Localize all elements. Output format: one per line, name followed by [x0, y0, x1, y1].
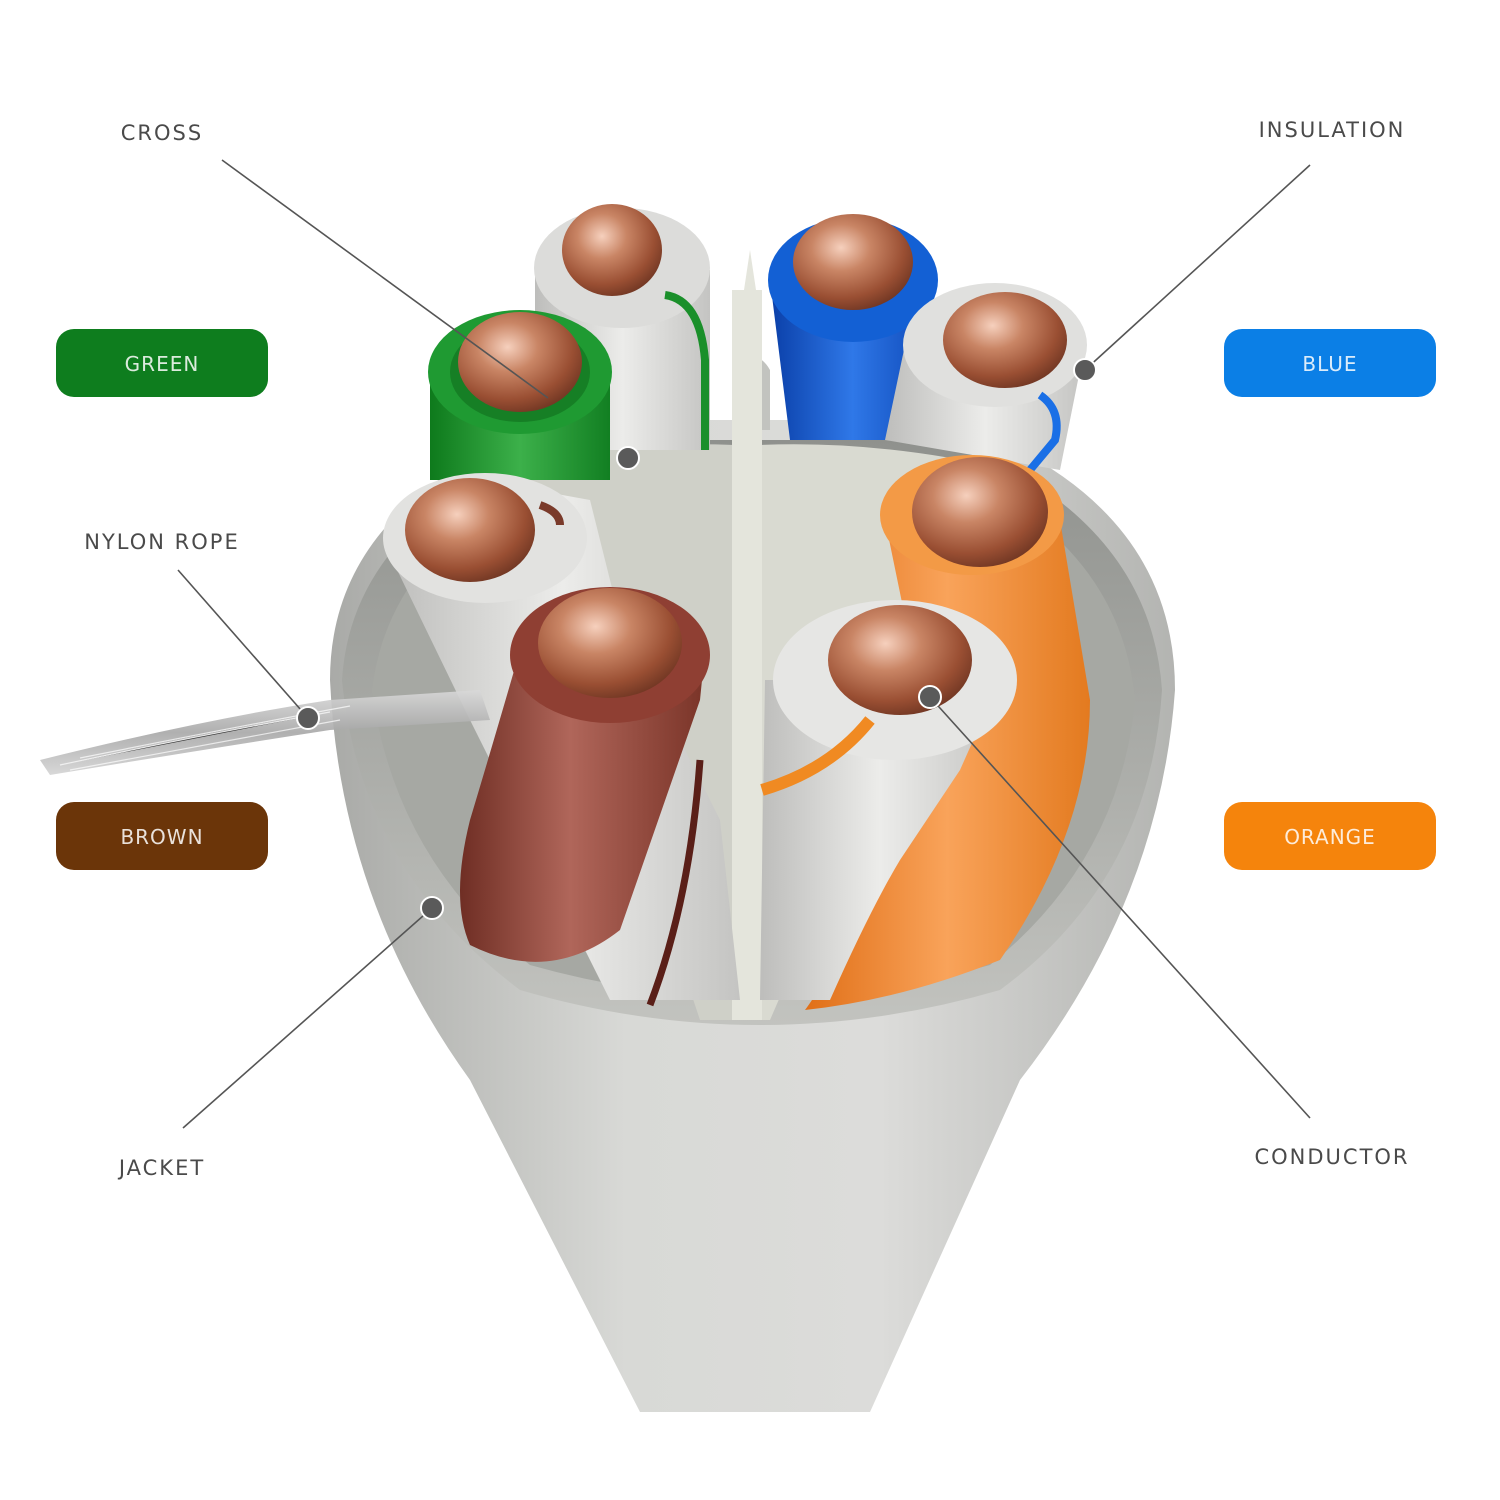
label-cross: CROSS — [121, 121, 203, 145]
pair-label-brown: BROWN — [56, 802, 268, 870]
label-nylon-rope: NYLON ROPE — [84, 530, 239, 554]
label-conductor: CONDUCTOR — [1254, 1145, 1409, 1169]
pair-label-blue-text: BLUE — [1302, 352, 1357, 376]
anchor-dot-jacket — [420, 896, 444, 920]
pair-label-green: GREEN — [56, 329, 268, 397]
label-jacket: JACKET — [117, 1156, 205, 1180]
anchor-dot-cross — [616, 446, 640, 470]
copper-conductor — [458, 312, 582, 412]
pair-label-blue: BLUE — [1224, 329, 1436, 397]
anchor-dot-insulation — [1073, 358, 1097, 382]
copper-conductor — [828, 605, 972, 715]
wire-blue-white — [885, 283, 1087, 473]
copper-conductor — [538, 588, 682, 698]
leader-lines — [177, 159, 1311, 1129]
pair-label-orange: ORANGE — [1224, 802, 1436, 870]
copper-conductor — [943, 292, 1067, 388]
wire-brown — [460, 587, 710, 962]
wire-orange-white — [760, 600, 1017, 1000]
copper-conductor — [793, 214, 913, 310]
pair-label-green-text: GREEN — [125, 352, 200, 376]
copper-conductor — [405, 478, 535, 582]
pair-label-orange-text: ORANGE — [1284, 825, 1376, 849]
wire-green — [428, 310, 612, 480]
anchor-dot-nylon-rope — [296, 706, 320, 730]
pair-label-brown-text: BROWN — [120, 825, 203, 849]
label-insulation: INSULATION — [1259, 118, 1406, 142]
copper-conductor — [912, 457, 1048, 567]
copper-conductor — [562, 204, 662, 296]
anchor-dot-conductor — [918, 685, 942, 709]
